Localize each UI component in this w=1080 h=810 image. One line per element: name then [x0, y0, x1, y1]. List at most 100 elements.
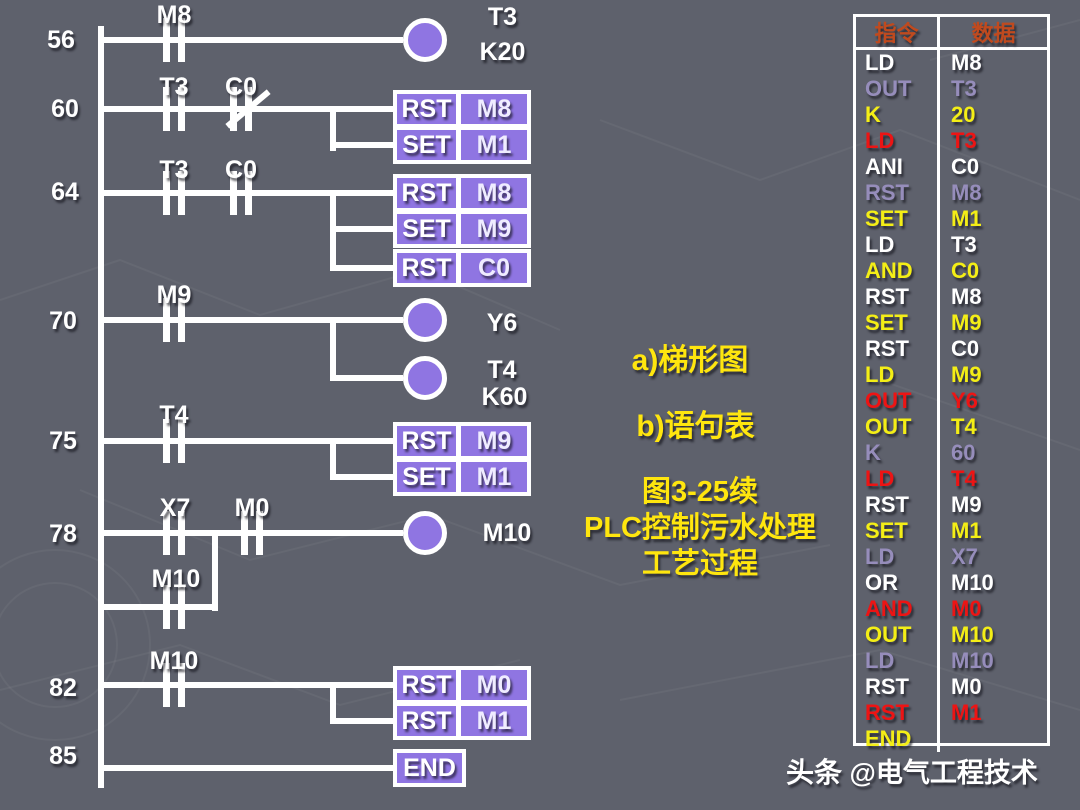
- branch-line: [330, 226, 393, 232]
- end-box: END: [397, 753, 462, 783]
- operand-box: M8: [461, 94, 527, 124]
- rung-line: [104, 37, 403, 43]
- table-row: LD M8: [856, 50, 1047, 76]
- instruction-cell: RST: [865, 674, 909, 699]
- rung-number: 60: [51, 95, 79, 123]
- rung-line: [104, 682, 393, 688]
- coil-icon: [403, 356, 447, 400]
- data-cell: M10: [937, 648, 1047, 674]
- instruction-cell: RST: [865, 336, 909, 361]
- no-contact-icon: [230, 171, 252, 215]
- data-cell: T3: [937, 76, 1047, 102]
- coil-icon: [403, 298, 447, 342]
- coil-value-label: K60: [481, 383, 528, 411]
- instruction-cell: LD: [865, 544, 895, 569]
- coil-label: T4: [487, 356, 517, 384]
- caption-line: 图3-25续: [641, 476, 759, 508]
- no-contact-icon: [163, 18, 185, 62]
- operand-box: M8: [461, 178, 527, 208]
- data-cell: T4: [937, 466, 1047, 492]
- rung-number: 78: [49, 520, 77, 548]
- data-cell: M0: [937, 674, 1047, 700]
- no-contact-icon: [163, 585, 185, 629]
- figure-caption: 图3-25续 PLC控制污水处理 工艺过程: [570, 474, 830, 582]
- operand-box: M1: [461, 706, 527, 736]
- instruction-box: RST: [397, 706, 456, 736]
- contact-label: M0: [234, 494, 270, 522]
- instruction-box-group: RST M9 SET M1: [393, 422, 531, 496]
- data-cell: M10: [937, 570, 1047, 596]
- instruction-cell: LD: [865, 50, 895, 75]
- table-row: AND C0: [856, 258, 1047, 284]
- instruction-box-group: RST M8 SET M9: [393, 174, 531, 248]
- instruction-cell: RST: [865, 700, 909, 725]
- data-cell: M9: [937, 362, 1047, 388]
- branch-line: [330, 106, 336, 151]
- rung-line: [104, 765, 393, 771]
- rung-number: 75: [49, 427, 77, 455]
- rung-line: [104, 317, 403, 323]
- rung-line: [104, 530, 403, 536]
- instruction-cell: LD: [865, 362, 895, 387]
- data-cell: T3: [937, 128, 1047, 154]
- instruction-cell: SET: [865, 206, 908, 231]
- rung-number: 82: [49, 674, 77, 702]
- data-cell: M8: [937, 50, 1047, 76]
- table-row: LD M9: [856, 362, 1047, 388]
- coil-value-label: K20: [479, 38, 526, 66]
- coil-label: M10: [482, 519, 532, 547]
- instruction-cell: OR: [865, 570, 898, 595]
- operand-box: M9: [461, 214, 527, 244]
- operand-box: M0: [461, 670, 527, 700]
- data-cell: M8: [937, 284, 1047, 310]
- instruction-cell: LD: [865, 466, 895, 491]
- instruction-box-group: RST M8 SET M1: [393, 90, 531, 164]
- instruction-box: RST: [397, 426, 456, 456]
- no-contact-icon: [163, 419, 185, 463]
- branch-line: [330, 142, 393, 148]
- instruction-box-group: RST C0: [393, 249, 531, 287]
- contact-label: C0: [225, 73, 257, 101]
- contact-label: M8: [156, 1, 192, 29]
- contact-label: T3: [159, 73, 189, 101]
- no-contact-icon: [163, 298, 185, 342]
- table-row: LD T3: [856, 128, 1047, 154]
- coil-icon: [403, 18, 447, 62]
- instruction-cell: SET: [865, 310, 908, 335]
- table-row: SET M1: [856, 206, 1047, 232]
- watermark: 头条 @电气工程技术: [786, 751, 1038, 791]
- data-cell: C0: [937, 258, 1047, 284]
- contact-label: M10: [149, 647, 199, 675]
- data-cell: 20: [937, 102, 1047, 128]
- instruction-cell: LD: [865, 232, 895, 257]
- no-contact-icon: [163, 171, 185, 215]
- instruction-cell: LD: [865, 128, 895, 153]
- branch-line: [330, 474, 393, 480]
- contact-label: T3: [159, 156, 189, 184]
- watermark-brand: 头条: [786, 757, 843, 788]
- instruction-box: SET: [397, 130, 456, 160]
- branch-line: [330, 718, 393, 724]
- data-cell: M9: [937, 492, 1047, 518]
- instruction-cell: AND: [865, 258, 913, 283]
- table-header-cell: 数据: [937, 17, 1047, 47]
- instruction-cell: OUT: [865, 388, 912, 413]
- instruction-cell: AND: [865, 596, 913, 621]
- data-cell: M1: [937, 206, 1047, 232]
- data-cell: Y6: [937, 388, 1047, 414]
- table-row: END: [856, 726, 1047, 752]
- rung-line: [104, 438, 393, 444]
- rung-number: 64: [51, 178, 79, 206]
- no-contact-icon: [163, 511, 185, 555]
